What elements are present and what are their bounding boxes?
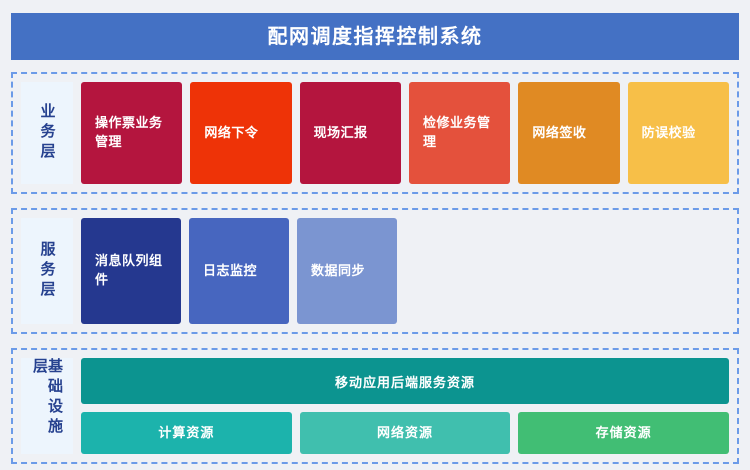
card-maintenance-business-label: 检修业务管理 — [422, 115, 491, 149]
layer-service-cards: 消息队列组件 日志监控 数据同步 — [81, 218, 729, 324]
layer-service-empty-space — [405, 218, 729, 324]
card-log-monitoring-label: 日志监控 — [203, 262, 258, 278]
card-network-resource-label: 网络资源 — [377, 424, 434, 440]
layer-service: 服务层 消息队列组件 日志监控 数据同步 — [11, 208, 739, 334]
card-error-prevention-check-label: 防误校验 — [641, 124, 696, 140]
card-operation-ticket[interactable]: 操作票业务管理 — [81, 82, 183, 184]
card-error-prevention-check[interactable]: 防误校验 — [627, 82, 729, 184]
layer-label-service: 服务层 — [21, 218, 73, 324]
card-onsite-report-label: 现场汇报 — [313, 124, 368, 140]
card-network-resource[interactable]: 网络资源 — [299, 412, 511, 454]
card-network-dispatch-order[interactable]: 网络下令 — [190, 82, 292, 184]
infrastructure-resource-row: 计算资源 网络资源 存储资源 — [81, 412, 730, 454]
card-data-sync-label: 数据同步 — [311, 262, 366, 278]
layer-label-infrastructure-text: 基础设施层 — [31, 358, 63, 438]
card-mobile-backend-service-resource-label: 移动应用后端服务资源 — [334, 374, 475, 390]
card-operation-ticket-label: 操作票业务管理 — [95, 115, 163, 149]
card-mobile-backend-service-resource[interactable]: 移动应用后端服务资源 — [81, 358, 729, 404]
card-network-signoff-label: 网络签收 — [532, 124, 587, 140]
card-message-queue-component-label: 消息队列组件 — [95, 253, 163, 287]
card-maintenance-business[interactable]: 检修业务管理 — [408, 82, 511, 184]
layer-label-business: 业务层 — [21, 82, 73, 184]
page-title-bar: 配网调度指挥控制系统 — [11, 13, 739, 60]
card-network-signoff[interactable]: 网络签收 — [518, 82, 620, 184]
layer-label-business-text: 业务层 — [38, 103, 56, 163]
layer-infrastructure: 基础设施层 移动应用后端服务资源 计算资源 网络资源 存储资源 — [11, 348, 739, 464]
card-storage-resource-label: 存储资源 — [595, 424, 652, 440]
card-compute-resource-label: 计算资源 — [158, 424, 215, 440]
layer-infrastructure-cards: 移动应用后端服务资源 计算资源 网络资源 存储资源 — [81, 358, 730, 454]
page-title: 配网调度指挥控制系统 — [267, 25, 483, 48]
card-data-sync[interactable]: 数据同步 — [297, 218, 397, 324]
card-storage-resource[interactable]: 存储资源 — [518, 412, 730, 454]
card-message-queue-component[interactable]: 消息队列组件 — [81, 218, 181, 324]
layer-business-cards: 操作票业务管理 网络下令 现场汇报 检修业务管理 网络签收 防误校验 — [81, 82, 729, 184]
card-compute-resource[interactable]: 计算资源 — [81, 412, 292, 454]
card-onsite-report[interactable]: 现场汇报 — [299, 82, 401, 184]
layer-business: 业务层 操作票业务管理 网络下令 现场汇报 检修业务管理 网络签收 防误校验 — [11, 72, 739, 194]
layer-label-service-text: 服务层 — [38, 241, 56, 301]
card-log-monitoring[interactable]: 日志监控 — [189, 218, 289, 324]
layer-label-infrastructure: 基础设施层 — [21, 358, 73, 454]
card-network-dispatch-order-label: 网络下令 — [204, 124, 259, 140]
